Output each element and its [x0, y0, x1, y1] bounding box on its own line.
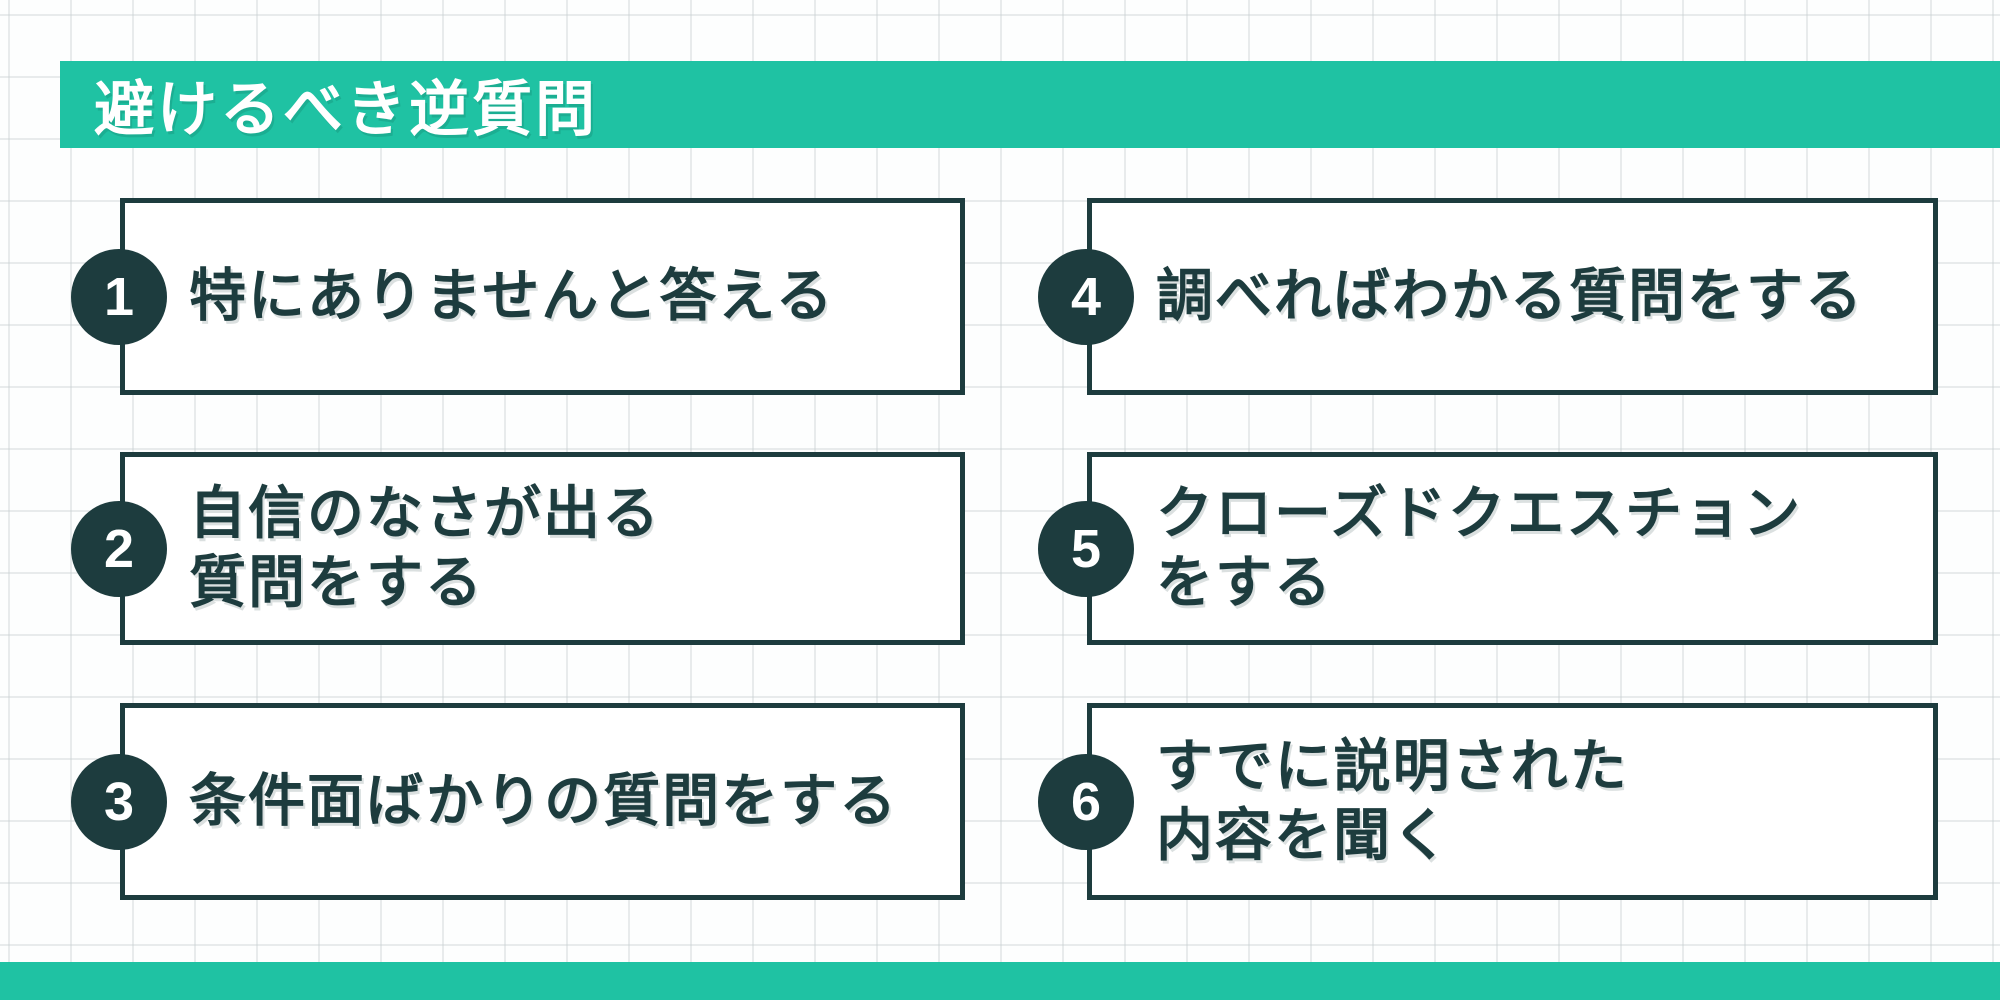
item-box-4: 4 調べればわかる質問をする	[1038, 198, 1938, 395]
item-box-1: 1 特にありませんと答える	[71, 198, 965, 395]
item-number-badge-3: 3	[71, 753, 167, 850]
header-banner: 避けるべき逆質問	[60, 61, 2000, 148]
item-text-4: 調べればわかる質問をする	[1156, 263, 1864, 328]
item-text-5: クローズドクエスチョン をする	[1156, 480, 1803, 615]
item-text-1: 特にありませんと答える	[189, 263, 835, 328]
footer-strip	[0, 962, 2000, 1000]
item-box-6: 6 すでに説明された 内容を聞く	[1038, 703, 1938, 900]
item-number-badge-2: 2	[71, 500, 167, 597]
item-number-badge-5: 5	[1038, 500, 1134, 597]
page-title: 避けるべき逆質問	[94, 76, 598, 143]
item-number-badge-4: 4	[1038, 248, 1134, 345]
item-text-2: 自信のなさが出る 質問をする	[189, 480, 661, 615]
item-number-badge-6: 6	[1038, 753, 1134, 850]
item-box-2: 2 自信のなさが出る 質問をする	[71, 452, 965, 645]
item-text-3: 条件面ばかりの質問をする	[189, 768, 899, 833]
item-text-6: すでに説明された 内容を聞く	[1156, 733, 1629, 868]
item-box-5: 5 クローズドクエスチョン をする	[1038, 452, 1938, 645]
item-box-3: 3 条件面ばかりの質問をする	[71, 703, 965, 900]
item-number-badge-1: 1	[71, 248, 167, 345]
